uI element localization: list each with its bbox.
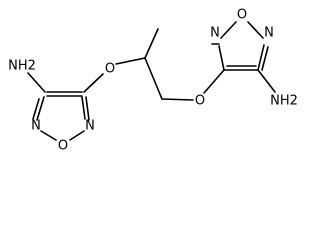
bond xyxy=(83,73,104,93)
bond xyxy=(85,96,90,121)
bond xyxy=(220,21,237,39)
atom-label-nitrogen-left-right: N xyxy=(85,119,95,134)
bond xyxy=(257,69,276,93)
structure-drawing: NH2 O N N O N O N O NH2 xyxy=(8,8,298,154)
bond xyxy=(247,21,264,39)
atom-label-amino-left: NH2 xyxy=(8,59,36,74)
atom-label-ring-oxygen-right: O xyxy=(237,8,247,23)
bond xyxy=(27,72,46,93)
atom-label-ether-oxygen-right: O xyxy=(195,94,205,109)
bond xyxy=(32,98,40,120)
atom-label-ring-oxygen-left: O xyxy=(58,139,68,154)
bond xyxy=(36,96,45,121)
bond xyxy=(69,130,85,141)
bond xyxy=(81,96,86,120)
bond xyxy=(144,28,159,59)
atom-label-ether-oxygen-left: O xyxy=(105,62,115,77)
atom-label-nitrogen-left-bottom: N xyxy=(31,119,41,134)
bond xyxy=(257,44,265,71)
molecule-diagram: NH2 O N N O N O N O NH2 xyxy=(8,8,298,154)
atom-label-amino-right: NH2 xyxy=(270,94,298,109)
bond xyxy=(218,45,225,71)
bond xyxy=(261,46,269,71)
bond xyxy=(203,69,225,94)
bond xyxy=(40,130,57,141)
bond xyxy=(115,57,146,65)
bond xyxy=(144,57,163,100)
atom-label-nitrogen-right-bottom: N xyxy=(264,26,274,41)
atom-label-nitrogen-right-top: N xyxy=(210,26,220,41)
bond xyxy=(161,98,194,101)
